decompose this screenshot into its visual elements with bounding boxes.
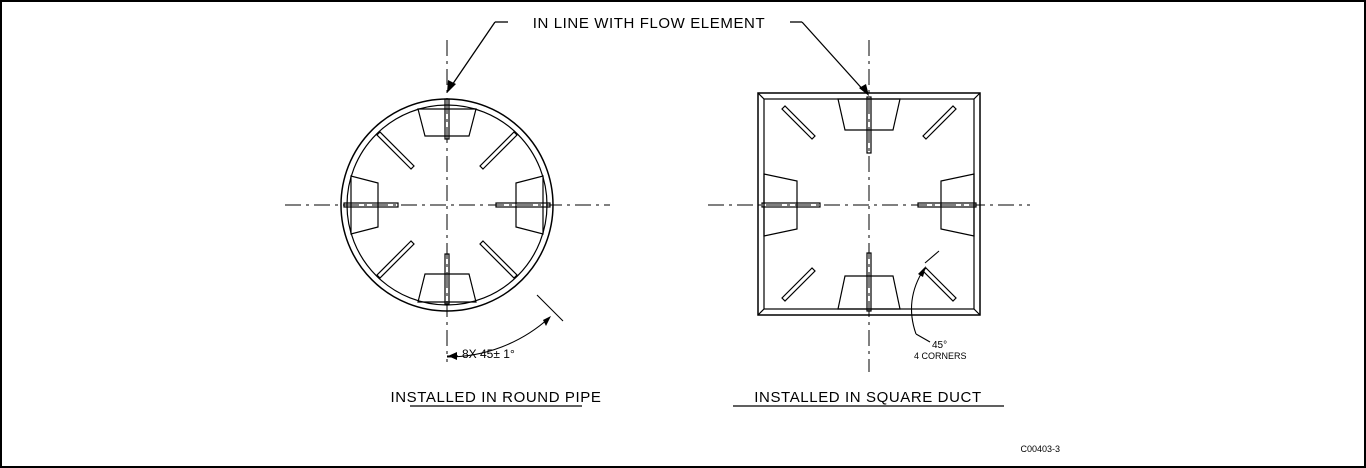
flow-element-callout	[449, 21, 867, 94]
square-centerlines	[708, 40, 1030, 372]
square-dimension-arrowhead	[918, 266, 926, 277]
pipe-inner-wall	[346, 104, 548, 306]
round-slat-se	[479, 240, 518, 279]
round-dimension-arrowhead-left	[448, 352, 457, 360]
round-slat-nw	[376, 131, 415, 170]
round-pipe-view: 8X 45± 1° INSTALLED IN ROUND PIPE	[285, 40, 610, 407]
round-strip-left	[343, 202, 399, 208]
square-vane-left	[763, 173, 798, 237]
round-dimension-arrowhead-right	[543, 316, 551, 326]
square-slat-nw	[781, 105, 816, 140]
square-strips	[761, 96, 977, 312]
round-centerlines	[285, 40, 610, 362]
round-strip-bottom	[444, 253, 450, 305]
round-vane-right	[515, 175, 544, 235]
square-strip-bottom	[866, 252, 872, 312]
square-slat-ne	[922, 105, 957, 140]
drawing-number: C00403-3	[1020, 444, 1060, 454]
callout-arrowhead-left	[447, 80, 456, 93]
round-angle-label: 8X 45± 1°	[462, 347, 515, 361]
callout-text: IN LINE WITH FLOW ELEMENT	[533, 15, 766, 32]
callout-arrowhead-right	[859, 84, 869, 96]
round-strip-top	[444, 98, 450, 140]
round-vane-left	[350, 175, 379, 235]
square-angle-dimension	[911, 250, 940, 343]
square-strip-top	[866, 96, 872, 154]
square-duct-view: 45° 4 CORNERS INSTALLED IN SQUARE DUCT	[708, 40, 1030, 407]
duct-outer-wall	[757, 92, 981, 316]
round-strips	[343, 98, 551, 305]
square-strip-left	[761, 202, 821, 208]
round-diagonal-slats	[376, 131, 518, 279]
square-view-title: INSTALLED IN SQUARE DUCT	[754, 389, 982, 406]
square-vanes	[763, 98, 975, 310]
round-vane-bottom	[417, 273, 477, 303]
square-angle-label: 45°	[932, 340, 947, 351]
square-slat-sw	[781, 267, 816, 302]
duct-corner-miters	[757, 92, 981, 316]
square-vane-top	[837, 98, 901, 131]
square-corner-label: 4 CORNERS	[914, 351, 967, 361]
round-slat-sw	[376, 240, 415, 279]
round-vanes	[350, 108, 544, 303]
square-strip-right	[917, 202, 977, 208]
square-slat-se	[922, 267, 957, 302]
round-view-title: INSTALLED IN ROUND PIPE	[390, 389, 601, 406]
round-vane-top	[417, 108, 477, 137]
square-vane-right	[940, 173, 975, 237]
square-vane-bottom	[837, 275, 901, 310]
round-slat-ne	[479, 131, 518, 170]
round-strip-right	[495, 202, 551, 208]
